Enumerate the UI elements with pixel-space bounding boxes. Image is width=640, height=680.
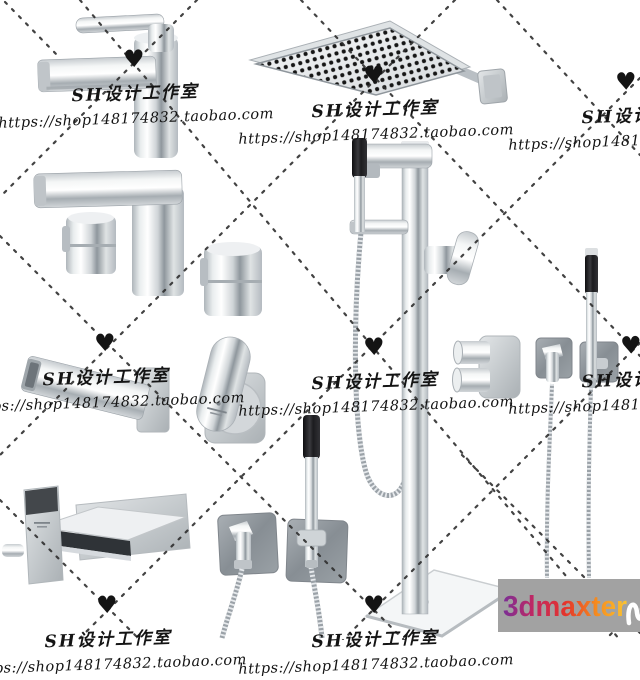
product-rain-shower-head-square — [248, 20, 508, 105]
product-collage — [0, 0, 640, 640]
product-basin-mixer-single-lever — [37, 13, 178, 158]
brand-badge-text: 3dmaxter — [503, 591, 627, 623]
dotted-guard-lines — [0, 0, 640, 640]
watermark-url-text: https://shop148174832.taobao.com — [238, 652, 515, 678]
product-waterfall-wall-spout — [2, 485, 191, 585]
product-concealed-valve-lever — [196, 336, 266, 444]
product-hand-shower-wall-holder-center — [285, 415, 349, 639]
product-wall-outlet-elbow-center — [217, 512, 279, 639]
brand-badge-flourish — [626, 602, 640, 626]
product-basin-set-three-hole — [33, 169, 262, 316]
product-freestanding-tub-filler — [349, 138, 514, 638]
brand-badge-art: 3dmaxter — [503, 591, 640, 626]
watermark-url-text: https://shop148174832.taobao.com — [0, 652, 248, 678]
brand-badge: 3dmaxter — [498, 579, 640, 632]
product-wall-outlet-elbow-right — [535, 337, 573, 579]
product-wall-spout — [21, 356, 170, 433]
product-thermostat-trim-two-knobs — [452, 335, 521, 399]
product-hand-shower-wall-holder-right — [579, 248, 619, 579]
